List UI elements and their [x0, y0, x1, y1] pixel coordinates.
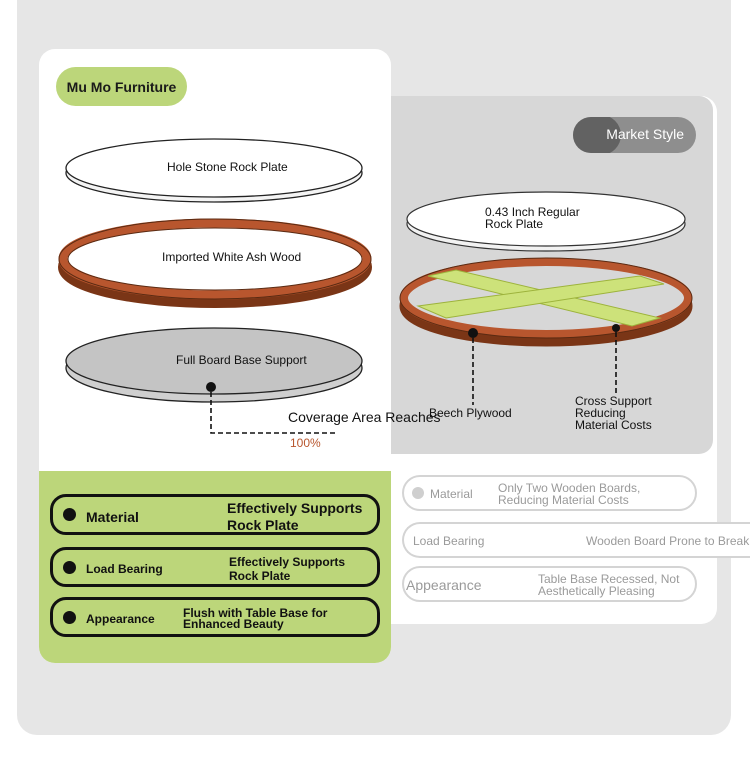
brand-badge: Mu Mo Furniture: [56, 67, 187, 106]
regular-plate-icon: [406, 191, 686, 252]
comparison-value-line1: Wooden Board Prone to Breaking: [586, 534, 750, 548]
bullet-icon: [63, 508, 76, 521]
base-board-label: Full Board Base Support: [176, 353, 307, 367]
feature-name: Material: [86, 509, 139, 525]
stone-plate-icon: [65, 138, 363, 203]
comparison-row-load-bearing: Load Bearing Wooden Board Prone to Break…: [402, 522, 750, 558]
comparison-row-appearance: Appearance Table Base Recessed, Not Aest…: [402, 566, 697, 602]
feature-row-load-bearing: Load Bearing Effectively Supports Rock P…: [50, 547, 380, 587]
feature-row-appearance: Appearance Flush with Table Base for Enh…: [50, 597, 380, 637]
stone-plate-label: Hole Stone Rock Plate: [167, 160, 288, 174]
regular-plate-label-line2: Rock Plate: [485, 217, 544, 231]
feature-value-line2: Rock Plate: [229, 569, 291, 583]
wood-frame-icon: [58, 218, 372, 308]
bullet-icon: [63, 561, 76, 574]
coverage-value: 100%: [290, 436, 321, 450]
market-style-label: Market Style: [606, 126, 684, 142]
cross-support-label-line3: Material Costs: [575, 418, 652, 432]
feature-value-line1: Effectively Supports: [229, 555, 346, 569]
cross-support-label-line1: Cross Support: [575, 394, 652, 408]
comparison-value-line1: Only Two Wooden Boards,: [498, 481, 641, 495]
brand-features-panel: [39, 471, 391, 663]
comparison-name: Material: [430, 487, 473, 501]
feature-value-line2: Enhanced Beauty: [183, 617, 284, 631]
cross-support-label-line2: Reducing: [575, 406, 626, 420]
wood-frame-label: Imported White Ash Wood: [162, 250, 302, 264]
bullet-icon: [63, 611, 76, 624]
cross-support-ring-icon: [399, 257, 693, 347]
feature-value-line1: Effectively Supports: [227, 500, 363, 516]
comparison-value-line1: Table Base Recessed, Not: [538, 572, 680, 586]
feature-value-line1: Flush with Table Base for: [183, 606, 328, 620]
comparison-value-line2: Reducing Material Costs: [498, 493, 629, 507]
comparison-name: Appearance: [406, 577, 482, 593]
plywood-label: Beech Plywood: [429, 406, 512, 420]
feature-row-material: Material Effectively Supports Rock Plate: [50, 494, 380, 535]
toggle-knob-icon: [573, 117, 621, 153]
base-board-icon: [65, 327, 363, 403]
comparison-row-material: Material Only Two Wooden Boards, Reducin…: [402, 475, 697, 511]
feature-name: Appearance: [86, 612, 155, 626]
feature-name: Load Bearing: [86, 562, 163, 576]
regular-plate-label-line1: 0.43 Inch Regular: [485, 205, 580, 219]
feature-value-line2: Rock Plate: [227, 517, 299, 533]
market-style-badge: Market Style: [573, 117, 696, 153]
bullet-icon: [412, 487, 424, 499]
coverage-label: Coverage Area Reaches: [288, 409, 441, 425]
comparison-value-line2: Aesthetically Pleasing: [538, 584, 655, 598]
comparison-name: Load Bearing: [413, 534, 485, 548]
